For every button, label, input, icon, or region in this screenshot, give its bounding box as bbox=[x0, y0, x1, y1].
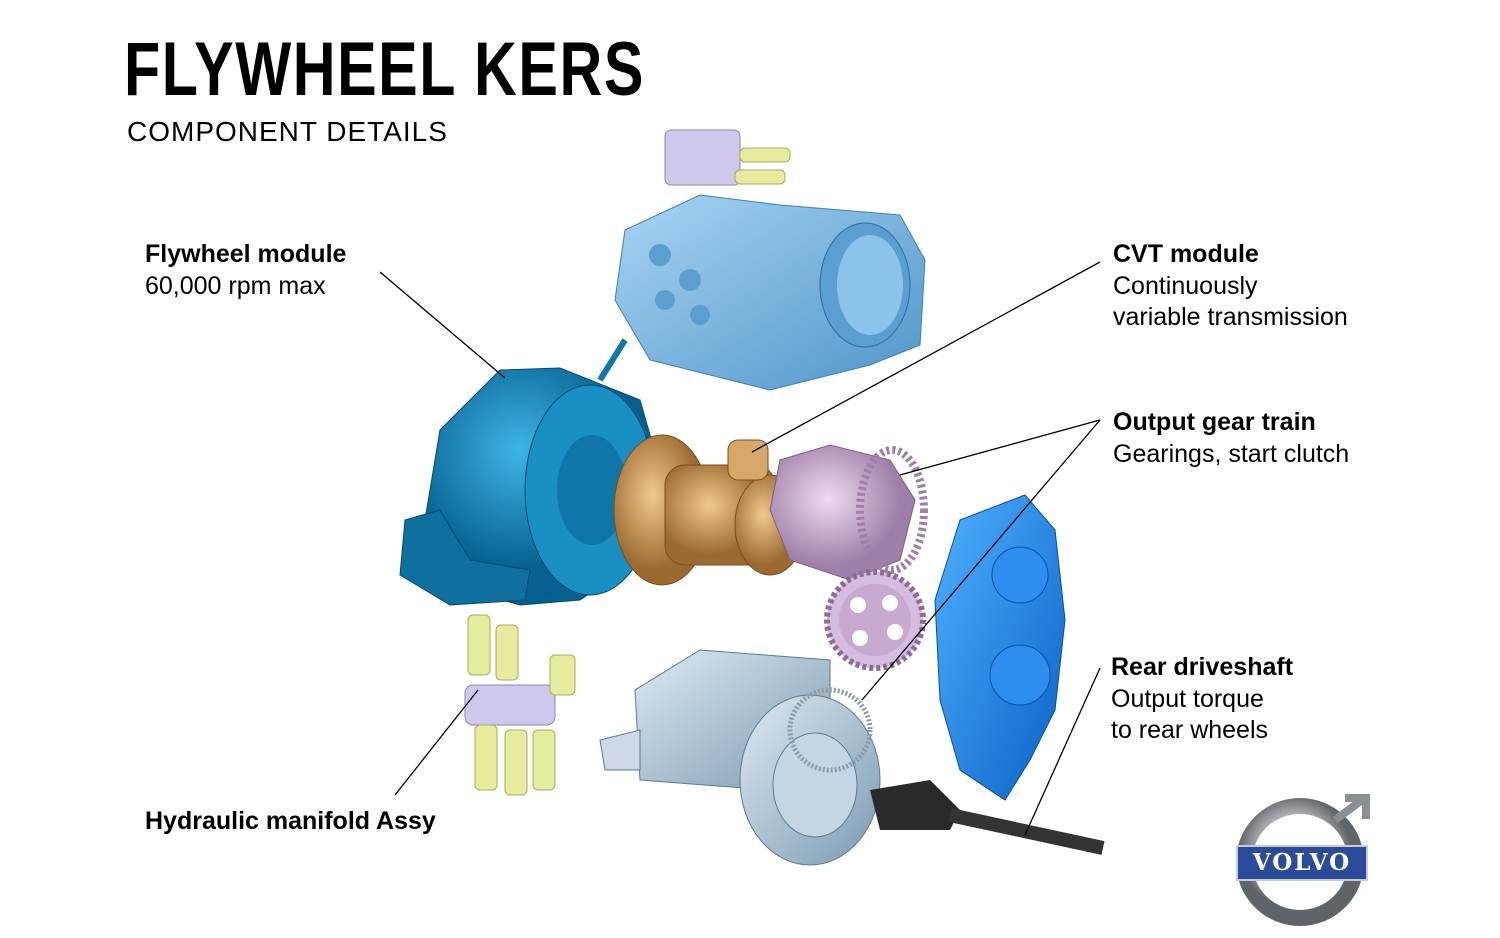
differential-housing bbox=[599, 649, 881, 866]
label-title: Output gear train bbox=[1113, 408, 1316, 436]
leader-line-gear-train bbox=[899, 419, 1101, 476]
volvo-logo-text: VOLVO bbox=[1252, 849, 1352, 876]
hydraulic-manifold bbox=[464, 614, 576, 796]
label-detail: Continuously bbox=[1113, 271, 1258, 300]
label-detail: 60,000 rpm max bbox=[145, 271, 326, 300]
label-title: Hydraulic manifold Assy bbox=[145, 807, 436, 835]
flywheel-module bbox=[399, 338, 661, 606]
leader-line-flywheel bbox=[379, 271, 506, 379]
label-detail: Output torque bbox=[1111, 684, 1264, 713]
label-title: CVT module bbox=[1113, 240, 1259, 268]
valve-block-top bbox=[664, 129, 791, 186]
rear-driveshaft bbox=[870, 780, 1105, 855]
label-title: Flywheel module bbox=[145, 240, 347, 268]
label-title: Rear driveshaft bbox=[1111, 653, 1294, 681]
leader-line-cvt bbox=[751, 261, 1101, 453]
page-subtitle: COMPONENT DETAILS bbox=[127, 116, 448, 147]
cvt-housing bbox=[614, 194, 926, 391]
volvo-logo bbox=[1236, 794, 1370, 926]
output-gear-train bbox=[769, 444, 928, 671]
leader-line-gear-train-2 bbox=[861, 419, 1101, 701]
page-title: FLYWHEEL KERS bbox=[124, 27, 645, 112]
leader-lines bbox=[379, 261, 1101, 836]
label-detail: Gearings, start clutch bbox=[1113, 439, 1350, 468]
leader-line-driveshaft bbox=[1024, 667, 1101, 836]
label-detail: to rear wheels bbox=[1111, 716, 1269, 744]
label-detail: variable transmission bbox=[1113, 303, 1348, 331]
leader-line-hydraulic bbox=[394, 689, 479, 796]
gearbox-cover bbox=[934, 494, 1066, 801]
label-hydraulic-manifold: Hydraulic manifold Assy bbox=[145, 806, 436, 838]
label-flywheel-module: Flywheel module 60,000 rpm max bbox=[145, 239, 346, 302]
label-output-gear-train: Output gear train Gearings, start clutch bbox=[1113, 407, 1349, 470]
label-cvt-module: CVT module Continuously variable transmi… bbox=[1113, 239, 1348, 334]
label-rear-driveshaft: Rear driveshaft Output torque to rear wh… bbox=[1111, 652, 1293, 747]
